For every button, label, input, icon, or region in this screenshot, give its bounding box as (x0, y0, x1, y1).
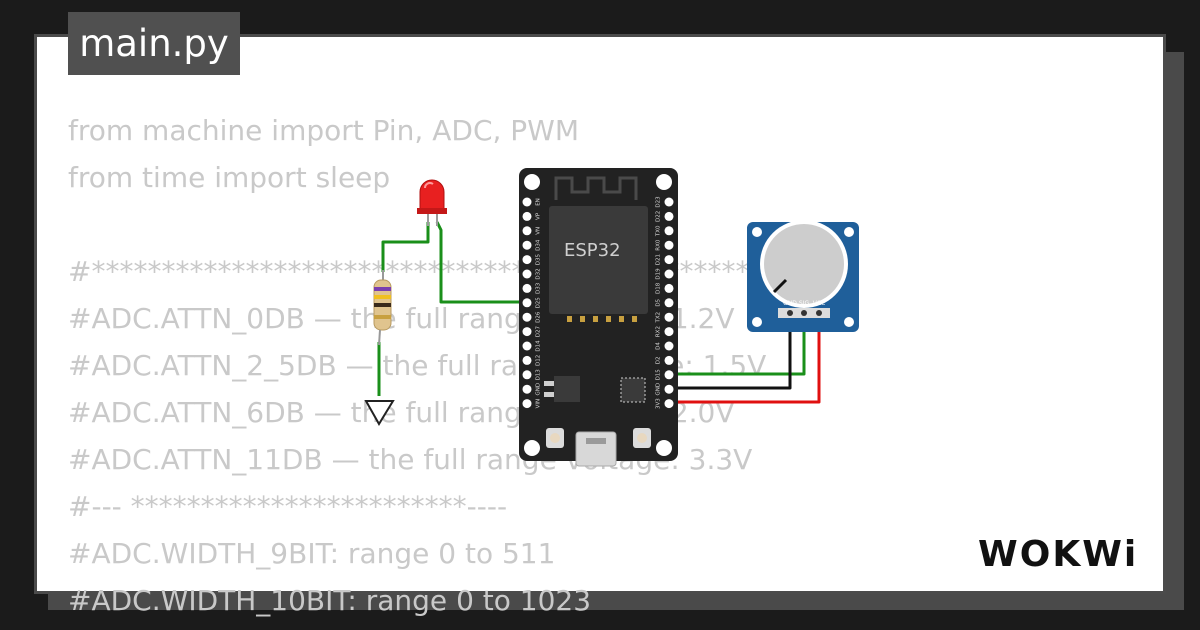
pin-label-d26: D26 (536, 311, 542, 323)
pin-label-gnd: GND (536, 383, 542, 396)
wire-led-d25 (435, 221, 528, 304)
wire-pot-vcc (668, 318, 821, 404)
pin-hole-d22[interactable] (664, 211, 674, 221)
pin-hole-d12[interactable] (522, 355, 532, 365)
regulator (554, 376, 580, 402)
pin-hole-tx0[interactable] (664, 226, 674, 236)
pin-label-d33: D33 (536, 282, 542, 294)
pin-label-d35: D35 (536, 253, 542, 265)
pin-hole-d13[interactable] (522, 370, 532, 380)
pin-hole-gnd[interactable] (664, 384, 674, 394)
pin-label-tx0: TX0 (656, 225, 662, 237)
mount-hole (656, 440, 672, 456)
code-line: #--- ************************---- (68, 490, 508, 523)
pin-hole-d2[interactable] (664, 355, 674, 365)
pin-label-3v3: 3V3 (656, 398, 662, 409)
pin-hole-rx2[interactable] (664, 327, 674, 337)
pin-label-d19: D19 (656, 268, 662, 280)
wires (377, 221, 821, 404)
pin-label-vin: VIN (536, 399, 542, 409)
pin-hole-d21[interactable] (664, 255, 674, 265)
pin-hole-rx0[interactable] (664, 240, 674, 250)
pin-hole-vin[interactable] (522, 399, 532, 409)
pin-hole-d4[interactable] (664, 341, 674, 351)
mount-hole (524, 440, 540, 456)
pin-label-d21: D21 (656, 254, 662, 265)
pin-label-d12: D12 (536, 355, 542, 366)
pin-hole-vp[interactable] (522, 211, 532, 221)
wire-pot-gnd (668, 318, 792, 390)
resistor (373, 270, 392, 346)
usb-chip (620, 377, 646, 403)
code-line: from machine import Pin, ADC, PWM (68, 114, 580, 147)
pin-hole-d32[interactable] (522, 269, 532, 279)
pin-hole-d25[interactable] (522, 298, 532, 308)
pin-hole-d23[interactable] (664, 197, 674, 207)
pin-label-d34: D34 (536, 239, 542, 251)
pin-label-rx0: RX0 (656, 239, 662, 251)
pin-label-d22: D22 (656, 211, 662, 222)
esp32-board[interactable]: ESP32 ENVPVND34D35D32D33D25D26D27D14D12D… (519, 168, 678, 467)
pin-label-d23: D23 (656, 196, 662, 208)
module-pads (567, 316, 637, 322)
wire-pot-sig (668, 318, 806, 376)
pin-label-d32: D32 (536, 268, 542, 279)
pot-pin-label-gnd: GND (783, 300, 797, 307)
pin-label-tx2: TX2 (656, 312, 662, 324)
pot-pin-label-sig: SIG (799, 300, 810, 307)
pin-label-d14: D14 (536, 340, 542, 352)
pin-label-en: EN (536, 198, 542, 206)
pin-hole-d27[interactable] (522, 327, 532, 337)
logo-text: WOKWi (978, 534, 1138, 575)
mount-hole (524, 174, 540, 190)
pin-hole-d33[interactable] (522, 283, 532, 293)
pin-label-d18: D18 (656, 282, 662, 294)
pin-label-gnd: GND (656, 383, 662, 396)
pin-label-vp: VP (536, 212, 542, 220)
pin-label-d13: D13 (536, 369, 542, 381)
pin-label-vn: VN (536, 227, 542, 235)
board-label: ESP32 (564, 240, 621, 261)
pin-hole-en[interactable] (522, 197, 532, 207)
pot-pin-label-vcc: VCC (813, 300, 825, 307)
ground-symbol (364, 400, 395, 426)
pin-label-d4: D4 (656, 342, 662, 350)
pin-hole-vn[interactable] (522, 226, 532, 236)
mount-hole (656, 174, 672, 190)
usb-port (575, 431, 617, 467)
pin-hole-d19[interactable] (664, 269, 674, 279)
pin-label-d25: D25 (536, 297, 542, 309)
code-line: #ADC.WIDTH_10BIT: range 0 to 1023 (68, 584, 592, 617)
wire-led-resistor (381, 222, 430, 272)
pin-hole-d18[interactable] (664, 283, 674, 293)
pin-label-rx2: RX2 (656, 326, 662, 337)
code-line: from time import sleep (68, 161, 391, 194)
pin-hole-3v3[interactable] (664, 399, 674, 409)
pin-hole-tx2[interactable] (664, 312, 674, 322)
code-line: #ADC.WIDTH_9BIT: range 0 to 511 (68, 537, 556, 570)
pin-hole-d5[interactable] (664, 298, 674, 308)
pin-hole-d14[interactable] (522, 341, 532, 351)
pin-label-d15: D15 (656, 369, 662, 381)
pin-hole-gnd[interactable] (522, 384, 532, 394)
pin-hole-d26[interactable] (522, 312, 532, 322)
esp32-module (549, 206, 648, 314)
wokwi-logo: WOKWi (978, 534, 1138, 575)
pin-label-d2: D2 (656, 357, 662, 365)
led-red[interactable] (417, 179, 447, 226)
pin-hole-d34[interactable] (522, 240, 532, 250)
pin-hole-d35[interactable] (522, 255, 532, 265)
pin-hole-d15[interactable] (664, 370, 674, 380)
pin-label-d27: D27 (536, 325, 542, 337)
file-tab[interactable]: main.py (68, 12, 240, 75)
pin-label-d5: D5 (656, 298, 662, 306)
